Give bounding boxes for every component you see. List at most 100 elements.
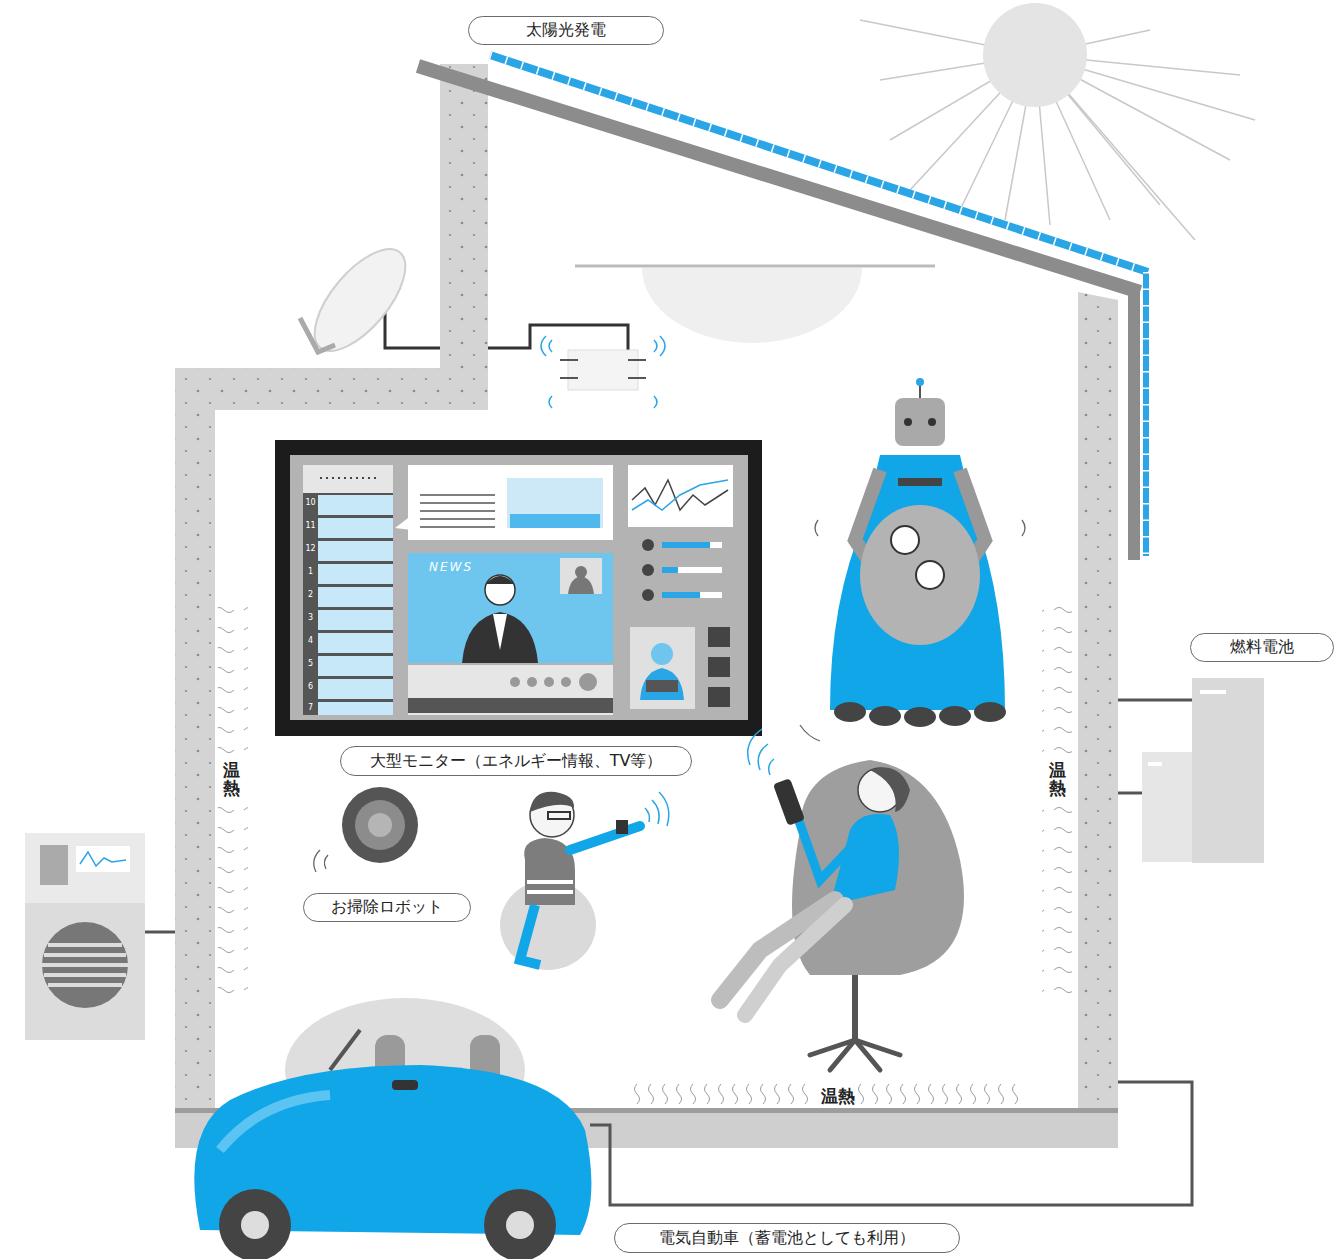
large-monitor-part-part xyxy=(662,542,722,548)
heat-pump-unit-part xyxy=(25,833,145,1040)
electric-car-part xyxy=(392,1080,418,1090)
router-part-part xyxy=(560,377,578,379)
channel-number: 5 xyxy=(303,659,318,669)
service-robot-part xyxy=(919,385,921,400)
electric-car-part xyxy=(330,1030,360,1070)
large-monitor-part-part xyxy=(318,518,393,538)
large-monitor-part-part xyxy=(318,633,393,653)
large-monitor-part-part xyxy=(318,564,393,584)
child-figure-part xyxy=(527,880,573,884)
large-monitor-part xyxy=(395,515,412,530)
large-monitor-part-part xyxy=(662,592,700,598)
electric-car-part xyxy=(241,1211,269,1239)
large-monitor-part xyxy=(632,480,728,510)
heat-pump-unit-part-part xyxy=(48,983,122,987)
heat-pump-unit-part xyxy=(76,846,130,872)
heat-pump-unit-part xyxy=(145,931,175,934)
large-monitor-part xyxy=(708,687,730,707)
router-part-part xyxy=(628,359,646,361)
large-monitor-part xyxy=(651,643,673,665)
node-text: 電気自動車（蓄電池としても利用） xyxy=(659,1228,915,1249)
channel-number: 12 xyxy=(303,544,318,554)
solar-panel xyxy=(490,55,1148,556)
child-figure-part xyxy=(548,812,570,819)
satellite-dish xyxy=(299,235,440,366)
service-robot-part xyxy=(800,520,1025,741)
large-monitor-part xyxy=(575,566,587,578)
large-monitor-part xyxy=(510,673,597,691)
node-text: 大型モニター（エネルギー情報、TV等） xyxy=(370,751,663,772)
electric-car xyxy=(194,998,1192,1259)
node-text: 燃料電池 xyxy=(1230,637,1294,658)
electric-car-part xyxy=(220,1095,330,1150)
large-monitor-part-part xyxy=(420,518,495,520)
router-part-part xyxy=(549,396,552,408)
service-robot-part-part xyxy=(904,707,936,727)
label-pill: 太陽光発電 xyxy=(468,16,664,45)
large-monitor-part xyxy=(290,455,748,720)
service-robot-part xyxy=(895,398,945,446)
large-monitor-part-part xyxy=(318,587,393,607)
channel-number: 11 xyxy=(303,521,318,531)
channel-number: 4 xyxy=(303,636,318,646)
large-monitor-part-part xyxy=(420,510,495,512)
large-monitor-part-part xyxy=(318,495,393,515)
woman-in-chair-part xyxy=(810,1040,900,1070)
heat-pump-unit-part xyxy=(80,852,126,866)
woman-in-chair-part-part xyxy=(855,1040,880,1070)
router-part xyxy=(488,325,628,350)
heat-label: 温熱 xyxy=(220,762,242,798)
channel-number: 1 xyxy=(303,567,318,577)
ceiling-light xyxy=(575,266,935,343)
large-monitor-part xyxy=(462,612,538,663)
large-monitor-part-part xyxy=(527,677,537,687)
ceiling-light-part xyxy=(575,265,935,268)
satellite-dish-part xyxy=(385,300,440,348)
heat-waves-part xyxy=(218,805,248,1005)
cleaning-robot-part xyxy=(314,850,328,872)
child-figure-part xyxy=(500,880,596,970)
node-text: 太陽光発電 xyxy=(526,20,606,41)
heat-label: 温熱 xyxy=(1046,762,1068,798)
fuel-cell-unit-part xyxy=(1118,792,1142,795)
woman-in-chair-part-part xyxy=(758,744,768,770)
large-monitor-part-part xyxy=(662,542,710,548)
cleaning-robot-part xyxy=(355,800,405,850)
electric-car-part xyxy=(484,1189,556,1259)
fuel-cell-unit-part xyxy=(1142,752,1192,862)
service-robot-part xyxy=(830,455,1005,710)
heat-waves-part xyxy=(1042,600,1072,755)
large-monitor-part-part xyxy=(662,567,678,573)
heat-pump-unit-part-part xyxy=(48,943,122,947)
woman-in-chair-part xyxy=(720,900,835,1000)
solar-panel-part xyxy=(1143,272,1149,556)
child-figure-part xyxy=(520,905,540,965)
woman-in-chair-part-part xyxy=(769,759,774,775)
child-figure-part-part xyxy=(652,800,659,824)
heat-waves-part xyxy=(1042,805,1072,1005)
large-monitor-part xyxy=(568,576,594,594)
service-robot-part-part xyxy=(974,702,1006,722)
house-walls-part xyxy=(1128,285,1140,560)
satellite-dish-part xyxy=(300,318,335,352)
large-monitor-part xyxy=(510,514,600,528)
electric-car-part xyxy=(506,1211,534,1239)
service-robot-part-part xyxy=(869,706,901,726)
large-monitor-part xyxy=(486,576,514,584)
sun-part xyxy=(983,3,1087,107)
heat-waves-part xyxy=(858,1078,1026,1108)
woman-in-chair-part xyxy=(870,768,910,813)
large-monitor-part xyxy=(275,440,762,736)
large-monitor-part-part xyxy=(318,610,393,630)
child-figure-part-part xyxy=(645,808,650,822)
woman-in-chair-part xyxy=(852,975,858,1040)
large-monitor-part xyxy=(320,477,378,479)
large-monitor-part xyxy=(303,465,393,493)
large-monitor-part-part xyxy=(318,702,393,715)
child-figure-part xyxy=(645,792,669,826)
large-monitor-part-part xyxy=(642,589,654,601)
heat-pump-unit-part xyxy=(40,845,68,885)
